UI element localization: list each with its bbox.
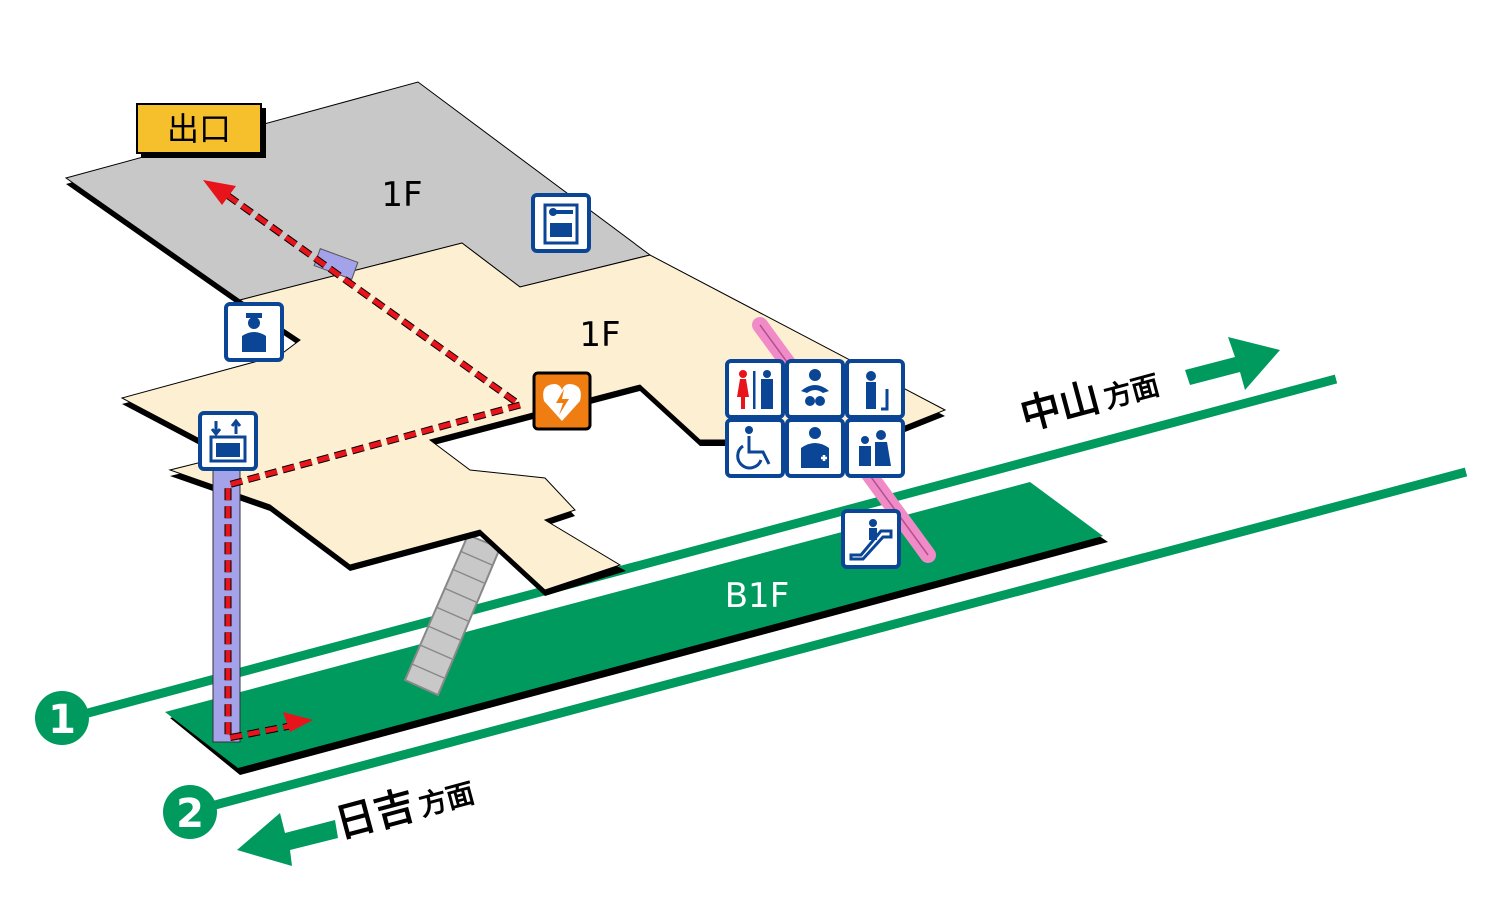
direction-nakayama: 中山 — [1016, 375, 1105, 440]
coin-locker-icon[interactable] — [531, 193, 591, 253]
exit-label: 出口 — [167, 110, 231, 148]
first-aid-icon[interactable] — [785, 418, 845, 478]
floor-label-b1f: B1F — [725, 576, 790, 616]
track-1-badge — [35, 691, 89, 745]
track-2-badge — [163, 785, 217, 839]
elevator-icon[interactable] — [198, 411, 258, 471]
floor-label-1f-beige: 1F — [579, 315, 620, 355]
track-1-line — [86, 374, 1338, 718]
track-1-number: 1 — [48, 697, 76, 743]
direction-hiyoshi: 日吉 — [331, 783, 420, 848]
arrow-nakayama-icon — [1185, 337, 1280, 390]
floor-label-1f-gray: 1F — [381, 175, 422, 215]
direction-hiyoshi-suffix: 方面 — [415, 776, 478, 822]
restroom-icon[interactable] — [725, 359, 785, 419]
route-arrow-exit — [203, 180, 236, 205]
station-staff-icon[interactable] — [224, 302, 284, 362]
track-2-line — [213, 467, 1468, 810]
wheelchair-icon[interactable] — [725, 418, 785, 478]
route-arrow-platform — [283, 712, 313, 732]
nursing-room-icon[interactable] — [845, 418, 905, 478]
multipurpose-toilet-icon[interactable] — [845, 359, 905, 419]
track-2-number: 2 — [176, 791, 204, 837]
baby-care-icon[interactable] — [785, 359, 845, 419]
arrow-hiyoshi-icon — [237, 813, 338, 866]
aed-icon[interactable] — [532, 371, 592, 431]
escalator-icon[interactable] — [841, 509, 901, 569]
exit-sign[interactable] — [136, 103, 262, 154]
direction-nakayama-suffix: 方面 — [1100, 368, 1163, 414]
